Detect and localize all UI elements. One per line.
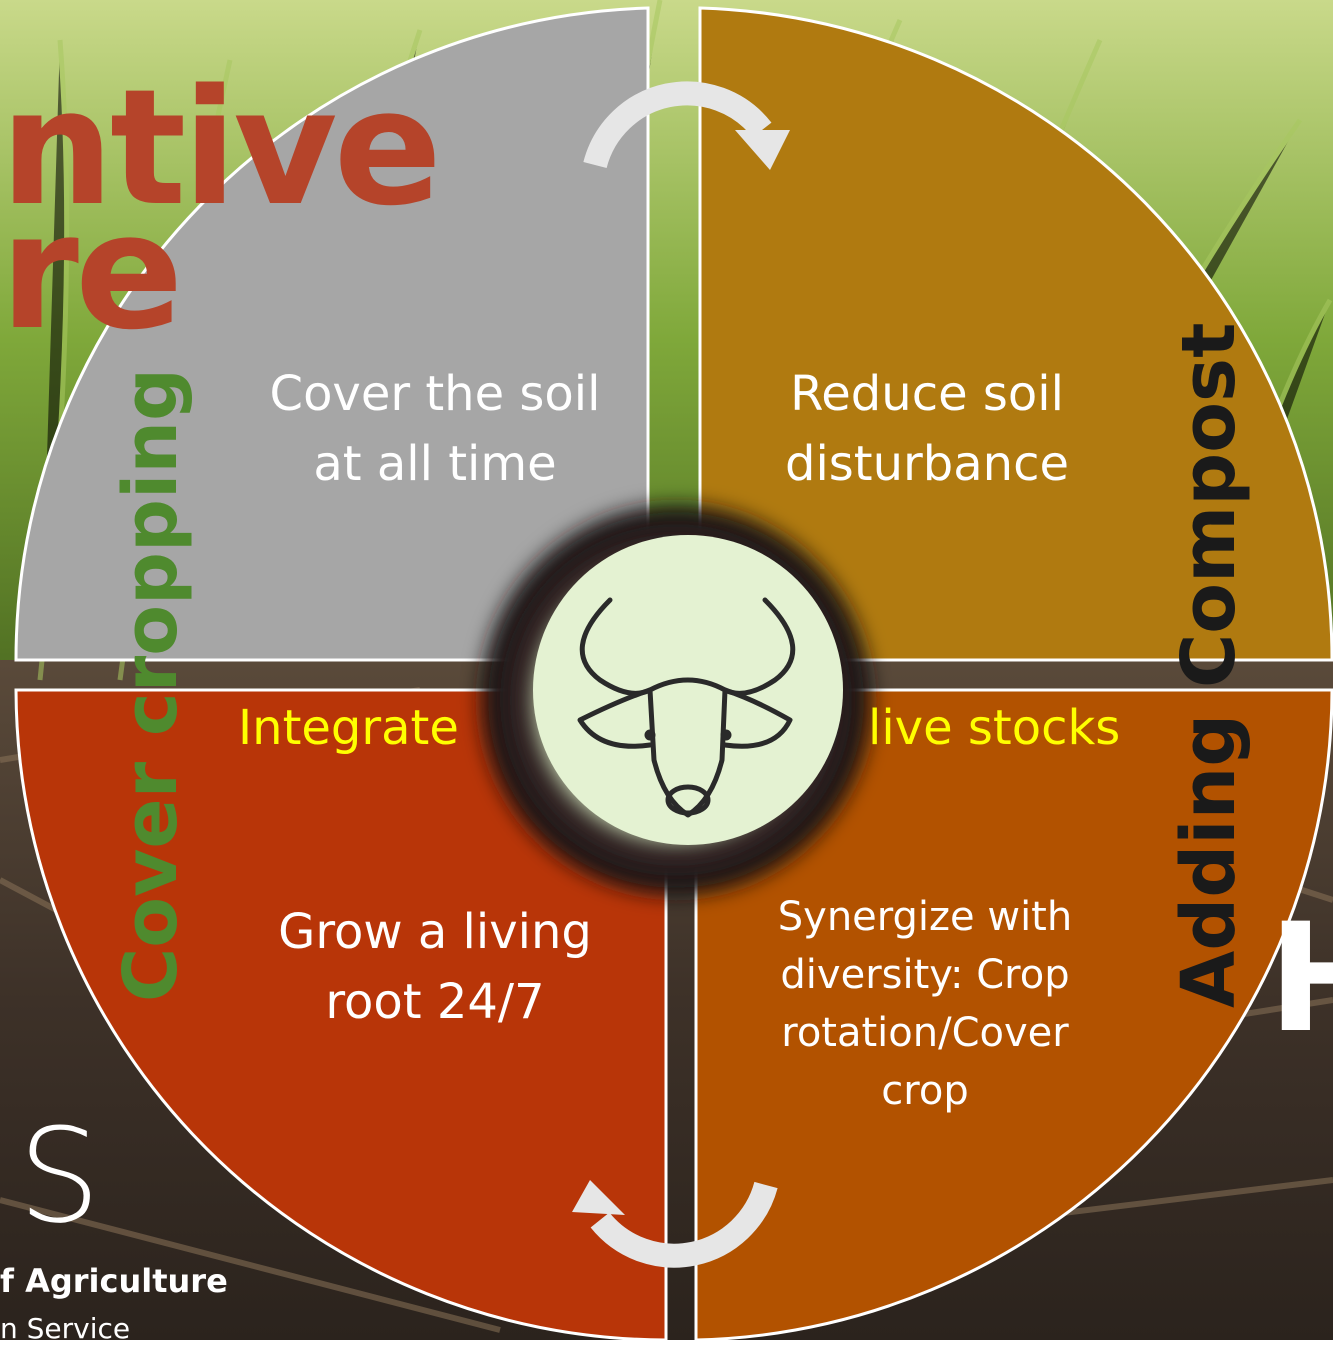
cover-cropping-label: Cover cropping bbox=[108, 368, 194, 1002]
logo-mark: S bbox=[18, 1100, 101, 1252]
center-circle bbox=[533, 535, 843, 845]
adding-compost-label: Adding Compost bbox=[1166, 323, 1252, 1008]
live-stocks-label: live stocks bbox=[868, 700, 1120, 756]
logo-line1: f Agriculture bbox=[0, 1262, 228, 1300]
quadrant-bottom-right-text: Synergize with diversity: Crop rotation/… bbox=[750, 888, 1100, 1120]
quadrant-top-left-text: Cover the soil at all time bbox=[250, 360, 620, 499]
integrate-label: Integrate bbox=[238, 700, 459, 756]
title-fragment-line2: re bbox=[0, 192, 179, 352]
quadrant-bottom-left-text: Grow a living root 24/7 bbox=[250, 898, 620, 1037]
logo-line2: n Service bbox=[0, 1312, 130, 1345]
quadrant-top-right-text: Reduce soil disturbance bbox=[752, 360, 1102, 499]
edge-letter-fragment: H bbox=[1268, 892, 1333, 1066]
